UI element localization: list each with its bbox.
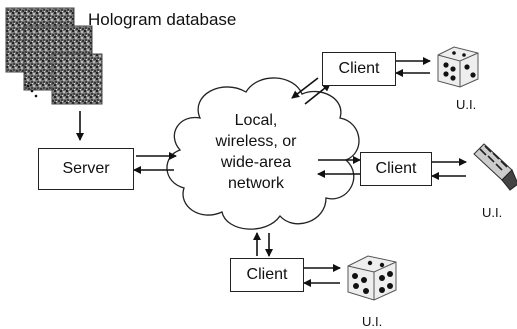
client-box-top: Client <box>322 52 396 86</box>
client-box-right: Client <box>360 152 432 186</box>
client-label: Client <box>246 266 288 283</box>
client-bottom-ui-arrows <box>303 264 341 287</box>
client-top-ui-arrows <box>395 57 431 77</box>
network-cloud <box>166 77 360 230</box>
network-label-line: wireless, or <box>215 133 297 150</box>
client-box-bottom: Client <box>230 258 304 292</box>
server-label: Server <box>62 160 110 177</box>
network-label-line: wide-area <box>220 154 292 171</box>
ui-label: U.I. <box>456 97 477 112</box>
server-network-arrows <box>133 152 177 174</box>
database-title: Hologram database <box>88 10 237 29</box>
client-right-network-arrows <box>317 156 361 178</box>
dice-icon <box>437 46 479 88</box>
client-top-network-arrows <box>291 77 331 105</box>
client-right-ui-arrows <box>431 158 467 180</box>
network-label-line: network <box>227 175 285 192</box>
dice-icon <box>347 255 397 301</box>
network-label-line: Local, <box>234 112 278 129</box>
ui-label: U.I. <box>482 205 503 220</box>
server-box: Server <box>38 148 134 190</box>
client-bottom-network-arrows <box>253 232 273 257</box>
probe-device-icon <box>473 143 517 191</box>
client-label: Client <box>338 60 380 77</box>
hologram-stack-icon <box>5 7 103 105</box>
ui-label: U.I. <box>362 314 383 329</box>
network-label: Local, wireless, or wide-area network <box>186 110 326 194</box>
client-label: Client <box>375 160 417 177</box>
